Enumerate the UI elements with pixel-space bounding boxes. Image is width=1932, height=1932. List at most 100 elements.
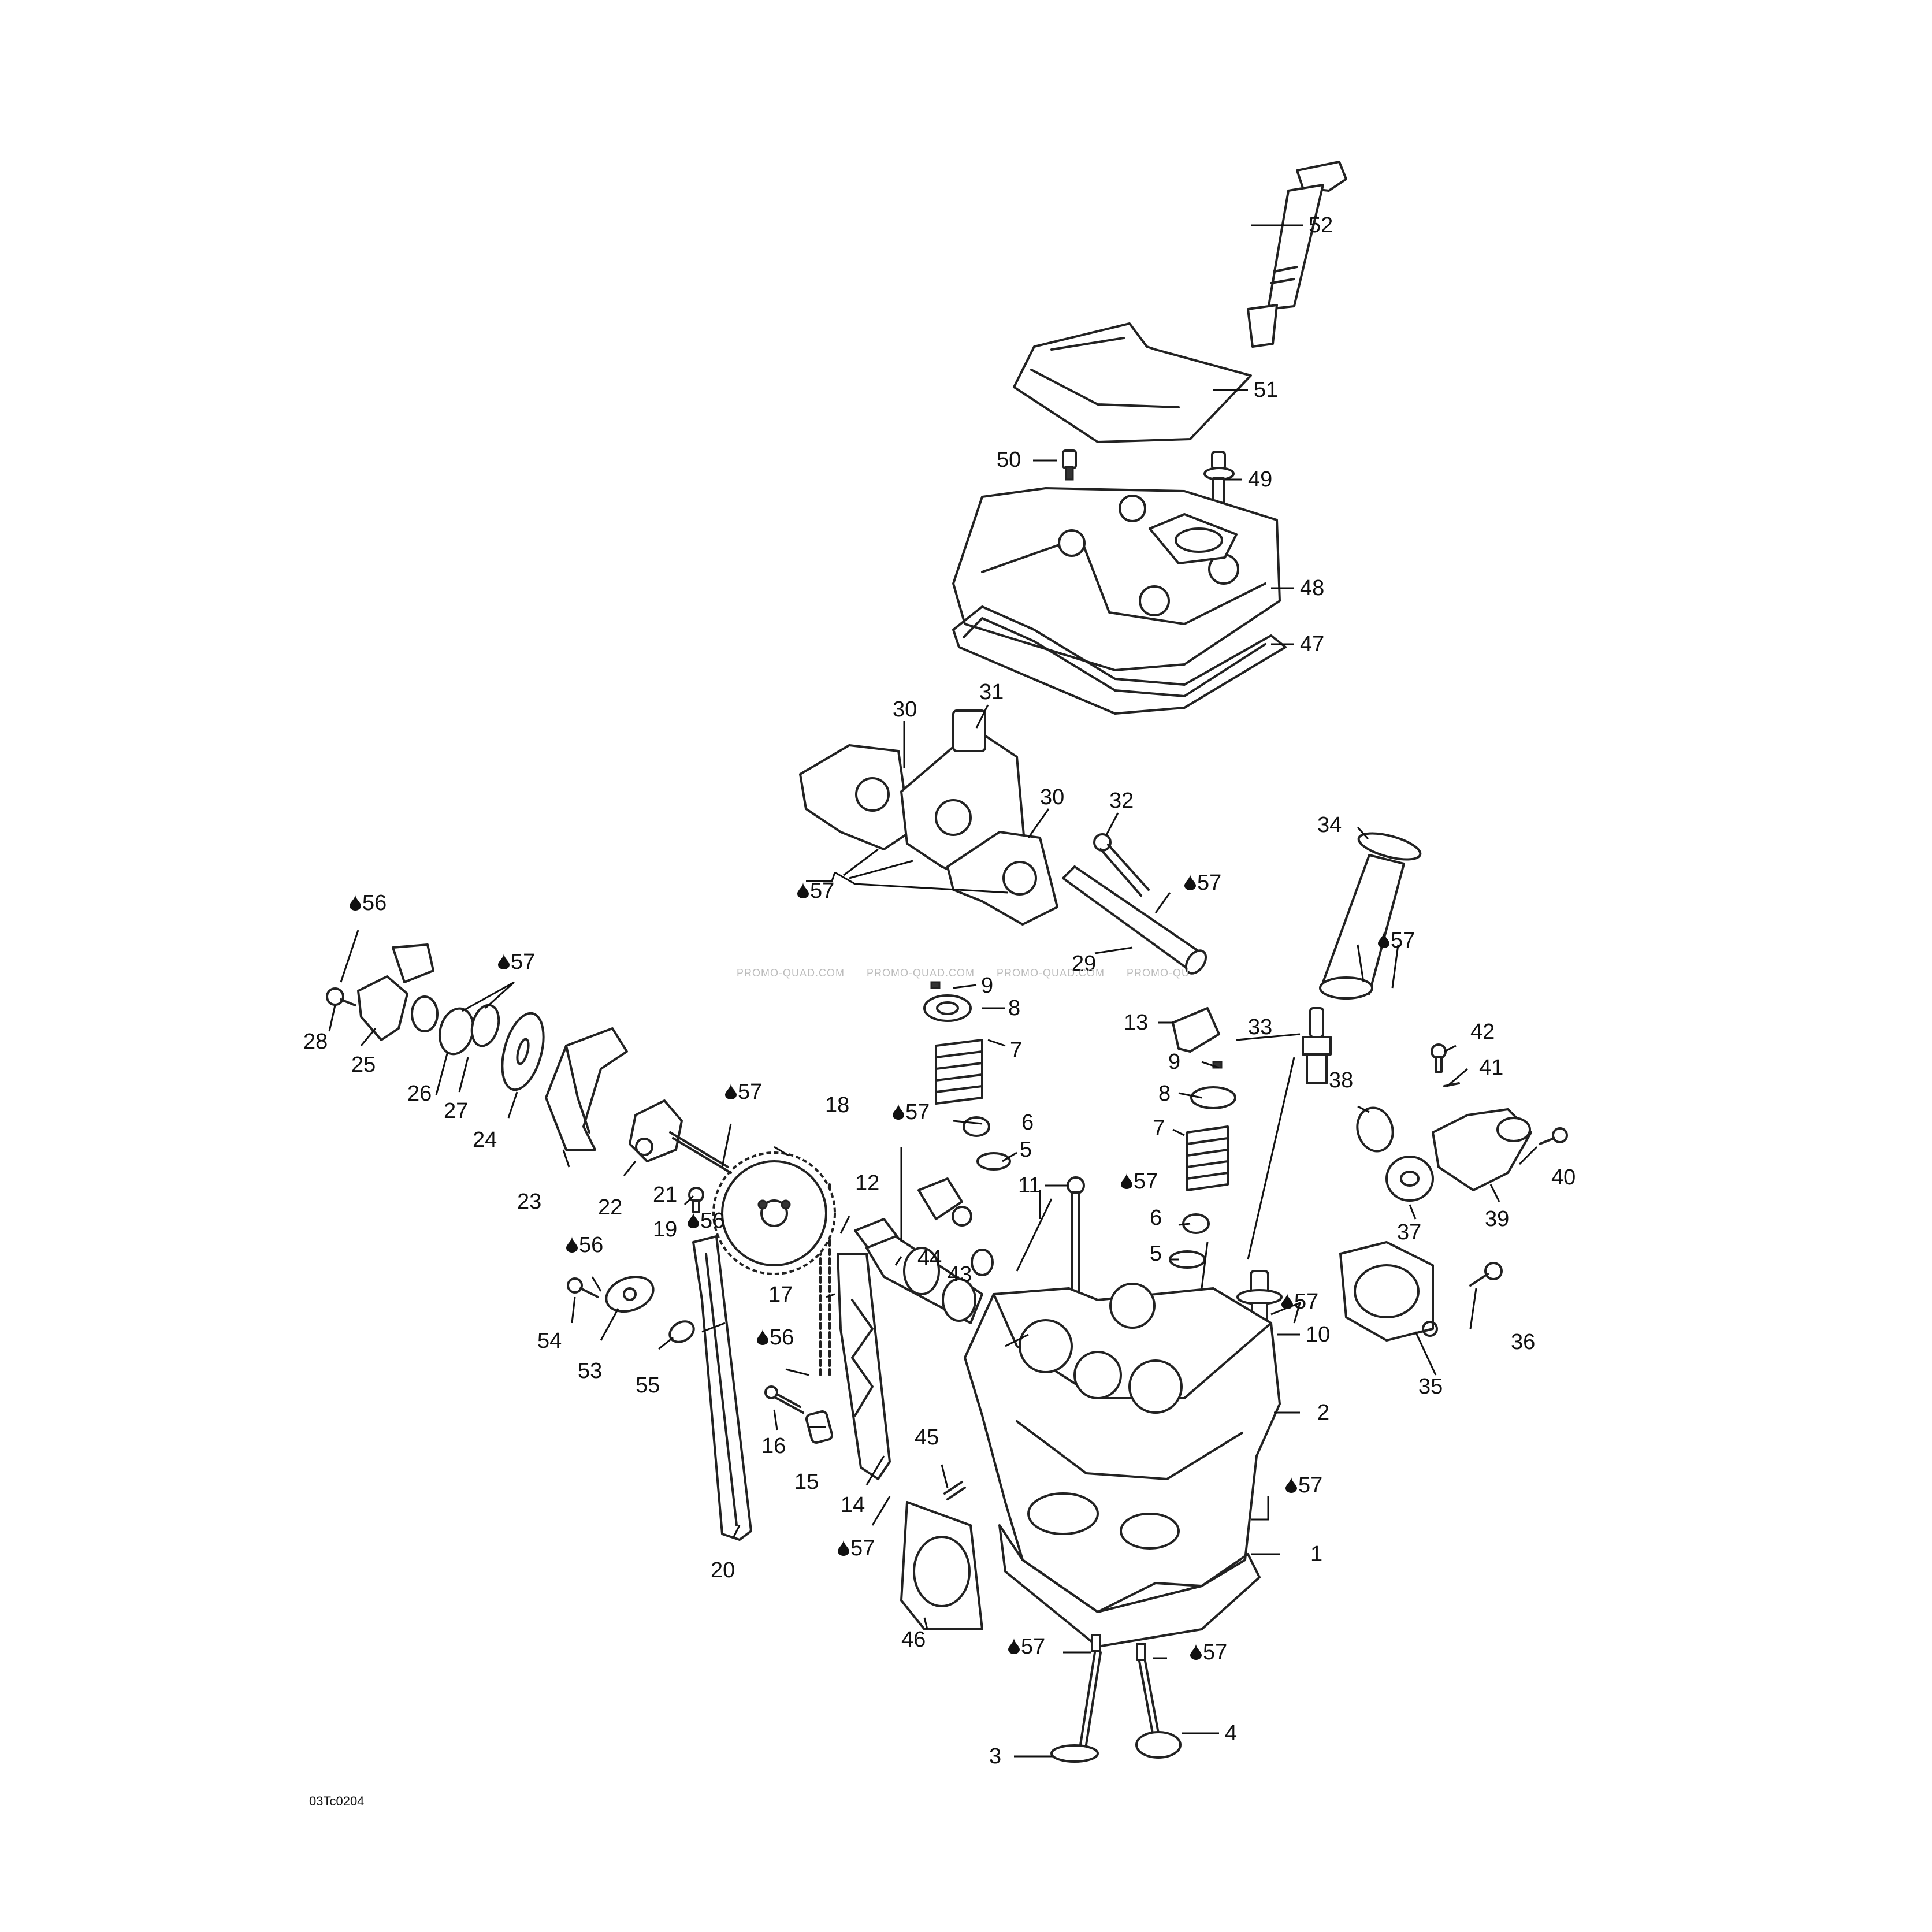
callout-8-bottom: 8: [1158, 1082, 1171, 1106]
oil-drop-icon: [1281, 1293, 1293, 1309]
plug-bolt: [567, 1277, 599, 1298]
callout-24: 24: [473, 1128, 497, 1152]
callout-42: 42: [1470, 1020, 1495, 1044]
svg-text:57: 57: [905, 1100, 930, 1124]
callout-33: 33: [1248, 1015, 1272, 1039]
callout-46: 46: [901, 1628, 926, 1652]
callout-30-top: 30: [893, 697, 917, 722]
lubricant-57-ref: 57: [1121, 1169, 1158, 1194]
oil-drop-icon: [893, 1104, 904, 1120]
oil-drop-icon: [1285, 1477, 1297, 1493]
watermark-text: PROMO-QUAD.COM: [997, 967, 1105, 979]
chain-tensioner-guide: [837, 1253, 891, 1480]
callout-14: 14: [841, 1493, 865, 1517]
sprocket-bolt: [669, 1131, 732, 1174]
callout-25: 25: [351, 1053, 376, 1077]
diagram-code: 03Tc0204: [309, 1794, 364, 1808]
lubricant-57-ref: 57: [1190, 1640, 1227, 1665]
callout-9-bottom: 9: [1168, 1050, 1180, 1074]
housing-bolt: [1539, 1127, 1568, 1145]
chain-guide-stop: [1172, 1007, 1220, 1053]
seal: [470, 1004, 500, 1047]
oil-drop-icon: [1008, 1638, 1020, 1654]
svg-text:57: 57: [1391, 928, 1415, 953]
callout-10: 10: [1306, 1322, 1330, 1347]
thermostat-o-ring: [1356, 1106, 1394, 1153]
decompressor: [629, 1099, 683, 1162]
svg-text:56: 56: [362, 891, 387, 915]
svg-text:57: 57: [810, 879, 834, 903]
callout-52: 52: [1309, 213, 1333, 237]
watermark-text: PROMO-QUAD.COM: [737, 967, 845, 979]
valve-cover-gasket: [952, 605, 1287, 715]
svg-text:57: 57: [1298, 1473, 1322, 1498]
watermark: PROMO-QUAD.COM PROMO-QUAD.COM PROMO-QUAD…: [737, 967, 1190, 979]
oil-drop-icon: [797, 882, 809, 898]
watermark-text: PROMO-QU: [1127, 967, 1190, 979]
rocker-arm-assembly: [799, 709, 1058, 926]
callout-51: 51: [1254, 378, 1278, 402]
thermostat: [1385, 1156, 1434, 1202]
callout-54: 54: [537, 1329, 562, 1353]
oil-drop-icon: [498, 953, 510, 969]
callout-28: 28: [303, 1030, 328, 1054]
timing-cover: [545, 1027, 628, 1151]
callout-31: 31: [979, 680, 1004, 704]
callout-44: 44: [917, 1246, 942, 1270]
oil-drop-icon: [757, 1329, 768, 1345]
svg-text:57: 57: [1197, 871, 1221, 895]
bleeder-bolt: [1431, 1043, 1447, 1073]
callout-21: 21: [653, 1183, 677, 1207]
callout-38: 38: [1329, 1068, 1353, 1093]
rocker-bolt: [1093, 833, 1150, 897]
callout-17: 17: [768, 1283, 793, 1307]
exhaust-valve: [1135, 1643, 1182, 1759]
callout-55: 55: [636, 1373, 660, 1398]
callout-27: 27: [444, 1099, 468, 1123]
cam-sprocket: [712, 1151, 836, 1275]
cam-position-sensor: [357, 943, 439, 1041]
ignition-coil: [1247, 161, 1347, 348]
svg-text:57: 57: [1203, 1640, 1227, 1665]
oil-drop-icon: [1121, 1173, 1132, 1189]
leader-lines: [328, 224, 1538, 1758]
callout-43: 43: [948, 1262, 972, 1287]
callout-3: 3: [989, 1744, 1001, 1768]
lubricant-57-ref: 57: [797, 879, 834, 903]
svg-text:56: 56: [770, 1325, 794, 1350]
lubricant-57-ref: 57: [1008, 1634, 1045, 1659]
head-gasket: [998, 1524, 1261, 1648]
cylinder-head: [964, 1283, 1281, 1613]
oil-drop-icon: [688, 1212, 699, 1228]
callout-45: 45: [915, 1425, 939, 1450]
callout-4: 4: [1225, 1721, 1237, 1745]
sensor-bolt: [326, 987, 356, 1006]
chain-guide: [692, 1235, 752, 1541]
svg-text:56: 56: [579, 1233, 603, 1257]
svg-text:57: 57: [511, 950, 535, 974]
callout-12: 12: [855, 1171, 879, 1195]
lubricant-57-ref: 57: [838, 1536, 875, 1561]
oil-drop-icon: [350, 894, 361, 911]
intake-bolt: [1469, 1262, 1503, 1287]
callout-16: 16: [761, 1434, 786, 1458]
intake-valve: [1050, 1634, 1102, 1763]
lubricant-labels: 56 57 57 57 57 57 57 57: [350, 871, 1415, 1665]
callout-36: 36: [1511, 1330, 1535, 1354]
callout-6-top: 6: [1021, 1110, 1034, 1135]
callout-26: 26: [407, 1082, 432, 1106]
lubricant-57-ref: 57: [1378, 928, 1415, 953]
callout-2: 2: [1317, 1400, 1329, 1425]
callout-39: 39: [1485, 1207, 1509, 1231]
lubricant-56-ref: 56: [566, 1233, 603, 1257]
callout-47: 47: [1300, 632, 1324, 656]
callout-18: 18: [825, 1093, 849, 1117]
lubricant-57-ref: 57: [1285, 1473, 1322, 1498]
camshaft: [854, 1218, 983, 1324]
callout-labels: 52 51 50 49 48 47 30 31 30 32 29 34 13 9…: [303, 213, 1576, 1768]
callout-11: 11: [1018, 1173, 1041, 1198]
callout-13: 13: [1124, 1010, 1148, 1035]
exhaust-stud: [943, 1481, 966, 1500]
intake-adaptor: [1339, 1241, 1438, 1342]
